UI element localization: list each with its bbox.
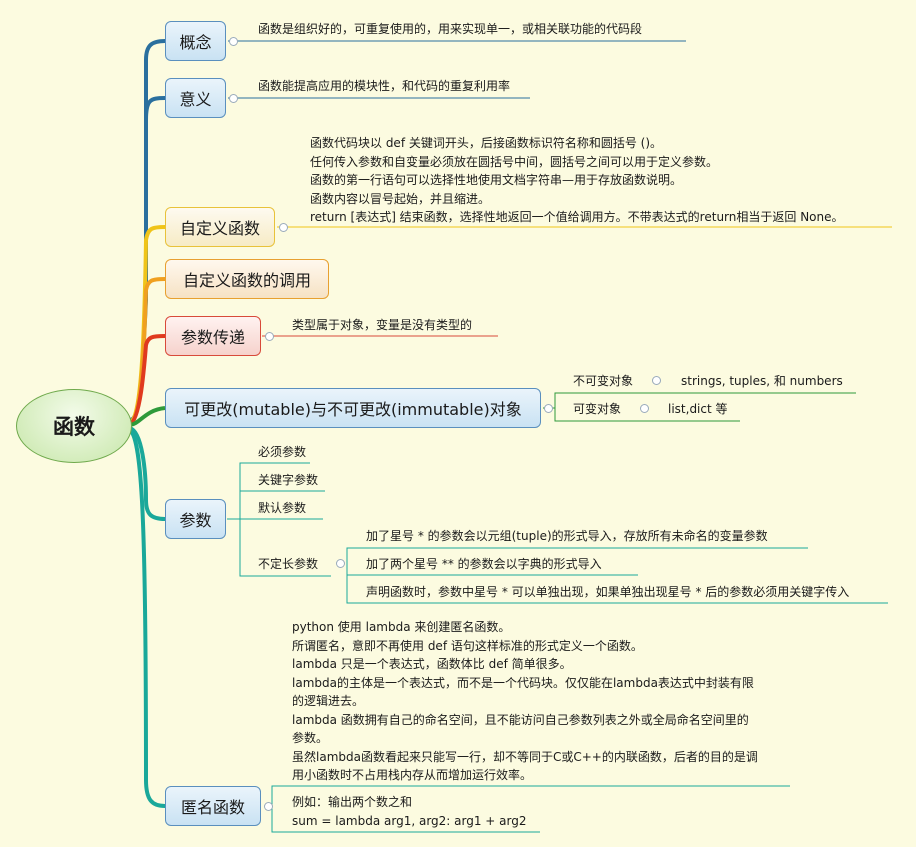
concept-desc: 函数是组织好的，可重复使用的，用来实现单一，或相关联功能的代码段 [258,22,643,36]
node-anon-label: 匿名函数 [180,798,245,817]
anon-desc-line: lambda的主体是一个表达式，而不是一个代码块。仅仅能在lambda表达式中封… [292,675,754,690]
anon-desc-line: 参数。 [292,731,329,745]
collapse-toggle-concept[interactable] [229,37,238,46]
anon-desc-line: python 使用 lambda 来创建匿名函数。 [292,620,511,634]
node-passing-label: 参数传递 [180,328,245,347]
node-meaning[interactable]: 意义 [165,78,226,118]
custom-desc: 函数代码块以 def 关键词开头，后接函数标识符名称和圆括号 ()。 任何传入参… [310,134,844,227]
anon-desc-line: 的逻辑进去。 [292,694,365,708]
collapse-toggle-meaning[interactable] [229,94,238,103]
passing-desc: 类型属于对象，变量是没有类型的 [292,318,473,332]
param-default: 默认参数 [258,501,307,515]
anon-example-line: 例如：输出两个数之和 [292,795,413,809]
node-params[interactable]: 参数 [165,499,226,539]
mutable-label: 可变对象 [573,402,622,416]
collapse-toggle-mutable-obj[interactable] [640,404,649,413]
node-concept[interactable]: 概念 [165,21,226,61]
immutable-value: strings, tuples, 和 numbers [681,374,843,388]
anon-example: 例如：输出两个数之和 sum = lambda arg1, arg2: arg1… [292,793,527,830]
root-label: 函数 [53,415,95,439]
collapse-toggle-varlen[interactable] [336,559,345,568]
custom-desc-line: return [表达式] 结束函数，选择性地返回一个值给调用方。不带表达式的re… [310,210,844,224]
custom-desc-line: 任何传入参数和自变量必须放在圆括号中间，圆括号之间可以用于定义参数。 [310,154,719,169]
anon-desc-line: 虽然lambda函数看起来只能写一行，却不等同于C或C++的内联函数，后者的目的… [292,749,758,764]
collapse-toggle-immutable[interactable] [652,376,661,385]
node-mutable-label: 可更改(mutable)与不可更改(immutable)对象 [184,400,522,419]
anon-desc-line: lambda 函数拥有自己的命名空间，且不能访问自己参数列表之外或全局命名空间里… [292,712,749,727]
anon-example-line: sum = lambda arg1, arg2: arg1 + arg2 [292,813,527,828]
node-anonymous-function[interactable]: 匿名函数 [165,786,261,826]
meaning-desc: 函数能提高应用的模块性，和代码的重复利用率 [258,79,511,93]
param-varlen: 不定长参数 [258,557,319,571]
node-params-label: 参数 [179,511,212,530]
param-keyword: 关键字参数 [258,473,319,487]
node-mutable-immutable[interactable]: 可更改(mutable)与不可更改(immutable)对象 [165,388,541,428]
collapse-toggle-anon[interactable] [264,802,273,811]
node-meaning-label: 意义 [179,90,212,109]
node-call-label: 自定义函数的调用 [182,271,311,290]
varlen-item: 加了两个星号 ** 的参数会以字典的形式导入 [366,557,602,571]
collapse-toggle-passing[interactable] [265,332,274,341]
varlen-item: 声明函数时，参数中星号 * 可以单独出现，如果单独出现星号 * 后的参数必须用关… [366,585,850,599]
custom-desc-line: 函数的第一行语句可以选择性地使用文档字符串—用于存放函数说明。 [310,173,683,187]
node-custom-function[interactable]: 自定义函数 [165,207,275,247]
anon-desc: python 使用 lambda 来创建匿名函数。 所谓匿名，意即不再使用 de… [292,618,758,785]
anon-desc-line: 所谓匿名，意即不再使用 def 语句这样标准的形式定义一个函数。 [292,638,643,653]
anon-desc-line: 用小函数时不占用栈内存从而增加运行效率。 [292,768,533,782]
mutable-value: list,dict 等 [668,402,728,416]
param-required: 必须参数 [258,445,307,459]
custom-desc-line: 函数内容以冒号起始，并且缩进。 [310,191,491,206]
custom-desc-line: 函数代码块以 def 关键词开头，后接函数标识符名称和圆括号 ()。 [310,136,663,150]
node-param-passing[interactable]: 参数传递 [165,316,261,356]
collapse-toggle-custom[interactable] [279,223,288,232]
node-custom-label: 自定义函数 [179,219,260,238]
collapse-toggle-mutable[interactable] [544,404,553,413]
node-function-call[interactable]: 自定义函数的调用 [165,259,329,299]
anon-desc-line: lambda 只是一个表达式，函数体比 def 简单很多。 [292,657,572,671]
immutable-label: 不可变对象 [573,374,634,388]
node-concept-label: 概念 [179,33,212,52]
varlen-item: 加了星号 * 的参数会以元组(tuple)的形式导入，存放所有未命名的变量参数 [366,529,768,543]
root-node[interactable]: 函数 [16,389,132,463]
